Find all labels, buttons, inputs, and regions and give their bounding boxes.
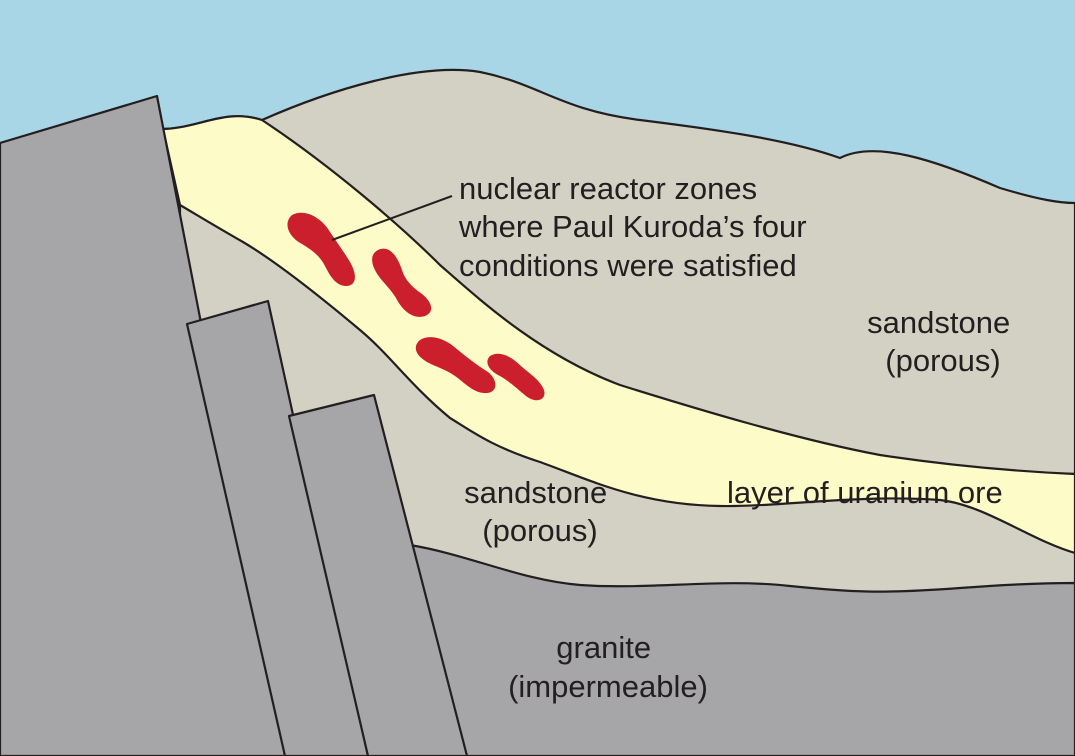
granite-slab-middle [185,299,370,756]
granite-slab-front [287,393,469,756]
leader-line [331,195,453,241]
uranium-ore-layer [161,115,1075,555]
sandstone-upper-label: sandstone (porous) [867,305,1019,378]
sandstone-lower-line-2: (porous) [482,513,597,548]
granite-line-1: granite [556,630,651,665]
reactor-zones-line-3: conditions were satisfied [459,248,797,283]
sandstone-lower-line-1: sandstone [464,475,607,510]
uranium-layer-label: layer of uranium ore [727,475,1003,510]
sandstone-upper-line-1: sandstone [867,305,1010,340]
granite-slab-back [0,94,287,756]
reactor-zones-label: nuclear reactor zones where Paul Kuroda’… [458,171,815,283]
granite-region [408,543,1075,756]
sandstone-upper-line-2: (porous) [885,343,1000,378]
reactor-zones-line-1: nuclear reactor zones [459,171,757,206]
reactor-zone-1 [287,212,355,286]
sandstone-lower-label: sandstone (porous) [464,475,616,548]
reactor-zone-2 [372,248,432,317]
reactor-zone-4 [487,353,545,401]
granite-line-2: (impermeable) [508,669,708,704]
reactor-zone-3 [415,337,496,394]
granite-label: granite (impermeable) [508,630,708,704]
reactor-zones-line-2: where Paul Kuroda’s four [458,209,807,244]
